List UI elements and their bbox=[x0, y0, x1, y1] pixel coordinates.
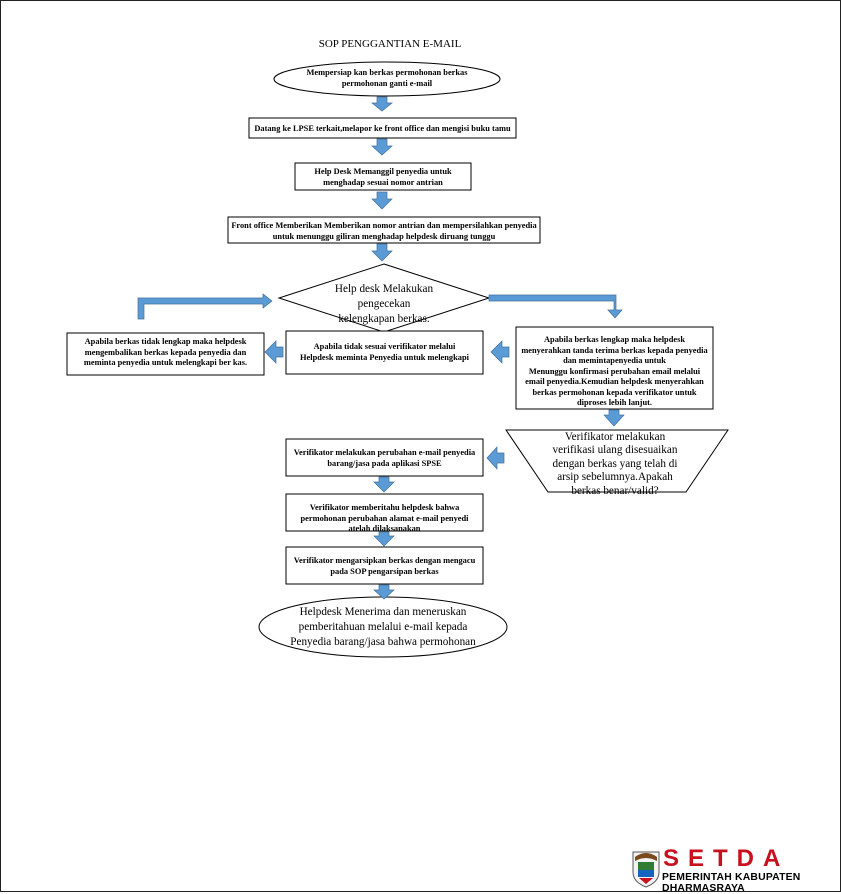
step-helpdesk-panggil bbox=[294, 162, 472, 191]
start-node bbox=[273, 61, 501, 97]
arrow-down-3 bbox=[371, 191, 393, 210]
step-tidak-lengkap bbox=[66, 332, 265, 376]
arrow-down-7 bbox=[373, 584, 395, 600]
arrow-down-6 bbox=[373, 531, 395, 547]
decision-text: Help desk Melakukan pengecekan kelengkap… bbox=[334, 283, 434, 326]
end-text: Helpdesk Menerima dan meneruskan pemberi… bbox=[290, 606, 476, 648]
front-office-text: Front office Memberikan Memberikan nomor… bbox=[231, 221, 537, 241]
step-tidak-sesuai bbox=[285, 330, 484, 375]
step-perubahan bbox=[285, 438, 484, 477]
arrow-left-1 bbox=[264, 340, 284, 364]
lengkap-text: Apabila berkas lengkap maka helpdesk men… bbox=[521, 335, 708, 407]
page-title: SOP PENGGANTIAN E-MAIL bbox=[318, 38, 462, 50]
helpdesk-panggil-text: Help Desk Memanggil penyedia untuk mengh… bbox=[314, 167, 452, 187]
step-lengkap bbox=[515, 326, 714, 410]
tidak-lengkap-text: Apabila berkas tidak lengkap maka helpde… bbox=[83, 337, 248, 367]
regency-emblem-icon bbox=[632, 851, 660, 888]
brand-org: PEMERINTAH KABUPATEN DHARMASRAYA bbox=[662, 872, 801, 894]
setda-logo bbox=[632, 851, 660, 888]
step-memberitahu bbox=[285, 493, 484, 532]
step-datang bbox=[248, 117, 517, 139]
arrow-left-3 bbox=[486, 446, 505, 470]
arrow-left-2 bbox=[490, 340, 510, 364]
verification-node bbox=[505, 429, 729, 493]
perubahan-text: Verifikator melakukan perubahan e-mail p… bbox=[293, 448, 476, 468]
start-text: Mempersiap kan berkas permohonan berkas … bbox=[306, 68, 468, 88]
datang-text: Datang ke LPSE terkait,melapor ke front … bbox=[254, 124, 511, 133]
arrow-left-branch bbox=[137, 293, 273, 320]
arrow-down-verif bbox=[603, 409, 625, 427]
arrow-down-1 bbox=[371, 96, 393, 112]
arrow-right-branch bbox=[488, 294, 623, 319]
arrow-down-4 bbox=[371, 243, 393, 262]
step-front-office bbox=[227, 216, 541, 244]
brand-name: SETDA bbox=[663, 845, 790, 872]
arrow-down-5 bbox=[373, 476, 395, 493]
tidak-sesuai-text: Apabila tidak sesuai verifikator melalui… bbox=[300, 342, 469, 362]
verifikasi-text: Verifikator melakukan verifikasi ulang d… bbox=[552, 431, 678, 497]
step-arsip bbox=[285, 546, 484, 585]
arsip-text: Verifikator mengarsipkan berkas dengan m… bbox=[293, 556, 476, 576]
memberitahu-text: Verifikator memberitahu helpdesk bahwa p… bbox=[300, 503, 469, 533]
arrow-down-2 bbox=[371, 138, 393, 156]
